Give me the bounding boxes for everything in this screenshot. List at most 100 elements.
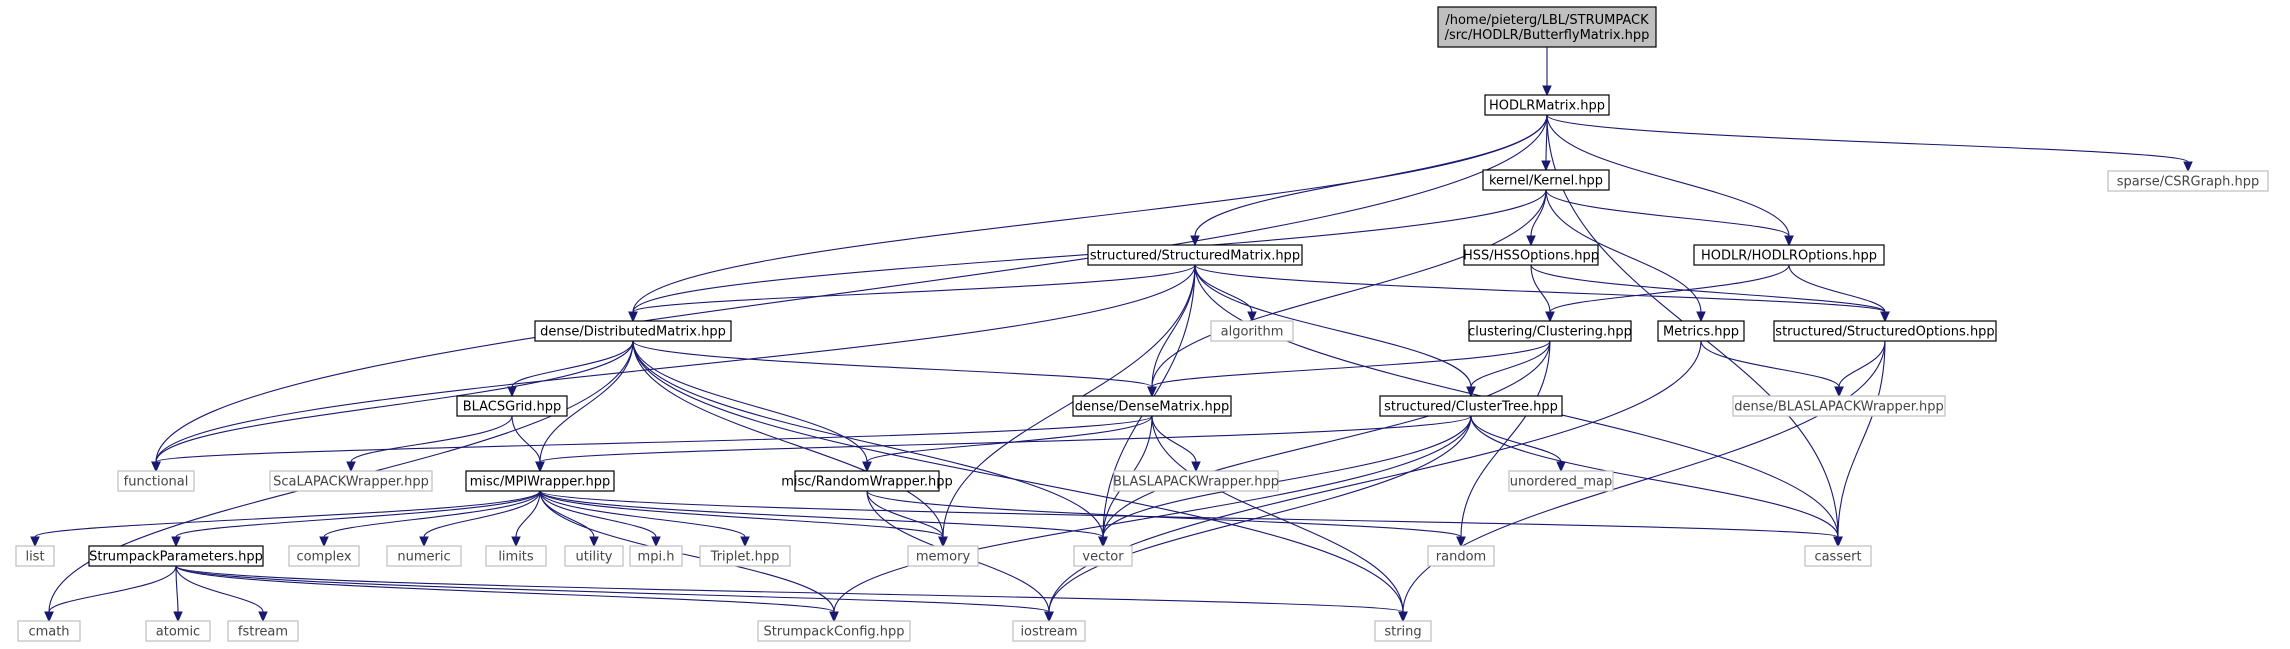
edge-clustertree-to-strumpackconfig	[829, 415, 1472, 623]
node-label: utility	[576, 550, 613, 565]
node-label: list	[25, 550, 44, 565]
node-root[interactable]: /home/pieterg/LBL/STRUMPACK/src/HODLR/Bu…	[1437, 6, 1657, 48]
node-structuredoptions[interactable]: structured/StructuredOptions.hpp	[1773, 320, 1997, 342]
node-box	[1657, 320, 1745, 342]
edge-mpiwrapper-to-complex	[319, 490, 541, 548]
node-label: StrumpackParameters.hpp	[89, 550, 263, 565]
node-label: complex	[296, 550, 351, 565]
arrowhead-icon	[829, 611, 839, 623]
node-kernel[interactable]: kernel/Kernel.hpp	[1482, 169, 1610, 191]
edge-line	[539, 490, 657, 538]
node-hodlrmatrix[interactable]: HODLRMatrix.hpp	[1484, 94, 1610, 116]
node-box	[386, 545, 462, 567]
node-label: sparse/CSRGraph.hpp	[2117, 175, 2260, 190]
node-box	[1012, 620, 1086, 642]
arrowhead-icon	[1398, 611, 1408, 623]
arrowhead-icon	[173, 611, 183, 623]
node-box	[465, 470, 615, 492]
arrowhead-icon	[1044, 611, 1054, 623]
edge-line	[175, 565, 1404, 613]
node-box	[1379, 395, 1563, 417]
edge-line	[539, 490, 835, 613]
edge-line	[1151, 340, 1551, 388]
edge-line	[1530, 264, 1886, 313]
node-label: mpi.h	[638, 550, 675, 565]
node-label: /src/HODLR/ButterflyMatrix.hpp	[1445, 28, 1650, 43]
node-random: random	[1427, 545, 1495, 567]
edge-line	[1151, 415, 1197, 463]
edge-line	[515, 490, 541, 538]
node-label: dense/DistributedMatrix.hpp	[540, 325, 726, 340]
arrowhead-icon	[151, 461, 161, 473]
node-structuredmatrix[interactable]: structured/StructuredMatrix.hpp	[1087, 244, 1303, 266]
node-clustering[interactable]: clustering/Clustering.hpp	[1468, 320, 1632, 342]
node-unordered_map: unordered_map	[1508, 470, 1614, 492]
node-box	[1437, 6, 1657, 48]
arrowhead-icon	[740, 536, 750, 548]
arrowhead-icon	[1834, 386, 1844, 398]
node-complex: complex	[288, 545, 360, 567]
edge-line	[1530, 264, 1551, 313]
edge-line	[1048, 415, 1472, 613]
node-label: functional	[124, 475, 189, 490]
arrowhead-icon	[30, 536, 40, 548]
node-hodlroptions[interactable]: HODLR/HODLROptions.hpp	[1693, 244, 1885, 266]
node-label: limits	[498, 550, 534, 565]
arrowhead-icon	[1542, 85, 1552, 97]
node-box	[485, 545, 547, 567]
node-box	[1087, 244, 1303, 266]
node-box	[1773, 320, 1997, 342]
node-numeric: numeric	[386, 545, 462, 567]
edge-mpiwrapper-to-limits	[511, 490, 541, 548]
edge-line	[155, 415, 1153, 463]
arrowhead-icon	[1147, 386, 1157, 398]
edge-distributedmatrix-to-densematrix	[632, 340, 1157, 398]
edge-line	[423, 490, 541, 538]
edge-kernel-to-hssoptions	[1526, 189, 1547, 247]
node-csrgraph: sparse/CSRGraph.hpp	[2107, 170, 2269, 192]
arrowhead-icon	[1191, 461, 1201, 473]
edge-line	[942, 264, 1196, 538]
node-clustertree[interactable]: structured/ClusterTree.hpp	[1379, 395, 1563, 417]
node-box	[88, 545, 264, 567]
node-label: clustering/Clustering.hpp	[1468, 325, 1632, 340]
edge-line	[539, 415, 1472, 463]
edge-line	[539, 490, 1839, 538]
edge-line	[1838, 340, 1886, 388]
edge-line	[1460, 340, 1551, 538]
node-distributedmatrix[interactable]: dense/DistributedMatrix.hpp	[534, 320, 732, 342]
arrowhead-icon	[1833, 536, 1843, 548]
edge-distributedmatrix-to-blacsgrid	[507, 340, 634, 398]
node-label: StrumpackConfig.hpp	[763, 625, 904, 640]
node-metrics[interactable]: Metrics.hpp	[1657, 320, 1745, 342]
node-box	[1073, 545, 1133, 567]
node-box	[2107, 170, 2269, 192]
node-strumpackparams[interactable]: StrumpackParameters.hpp	[88, 545, 264, 567]
arrowhead-icon	[1541, 160, 1551, 172]
node-label: Triplet.hpp	[710, 550, 780, 565]
arrowhead-icon	[1556, 461, 1566, 473]
node-hssoptions[interactable]: HSS/HSSOptions.hpp	[1463, 244, 1599, 266]
node-blacsgrid[interactable]: BLACSGrid.hpp	[456, 395, 568, 417]
edge-kernel-to-hodlroptions	[1545, 189, 1794, 247]
node-box	[1463, 244, 1599, 266]
arrowhead-icon	[1880, 311, 1890, 323]
edge-line	[833, 415, 1472, 613]
edge-strumpackparams-to-strumpackconfig	[175, 565, 839, 623]
edge-line	[866, 490, 1462, 538]
node-iostream: iostream	[1012, 620, 1086, 642]
node-cmath: cmath	[17, 620, 81, 642]
node-mpiwrapper[interactable]: misc/MPIWrapper.hpp	[465, 470, 615, 492]
node-box	[1427, 545, 1495, 567]
node-memory: memory	[907, 545, 979, 567]
edge-randomwrapper-to-random	[866, 490, 1466, 548]
edge-clustertree-to-unordered_map	[1470, 415, 1566, 473]
edge-line	[1402, 340, 1886, 613]
arrowhead-icon	[1247, 311, 1257, 323]
edge-line	[350, 415, 513, 463]
node-label: structured/StructuredOptions.hpp	[1775, 325, 1994, 340]
edge-clustering-to-clustertree	[1466, 340, 1551, 398]
node-densematrix[interactable]: dense/DenseMatrix.hpp	[1072, 395, 1232, 417]
edge-line	[1549, 264, 1790, 313]
node-randomwrapper[interactable]: misc/RandomWrapper.hpp	[781, 470, 953, 492]
